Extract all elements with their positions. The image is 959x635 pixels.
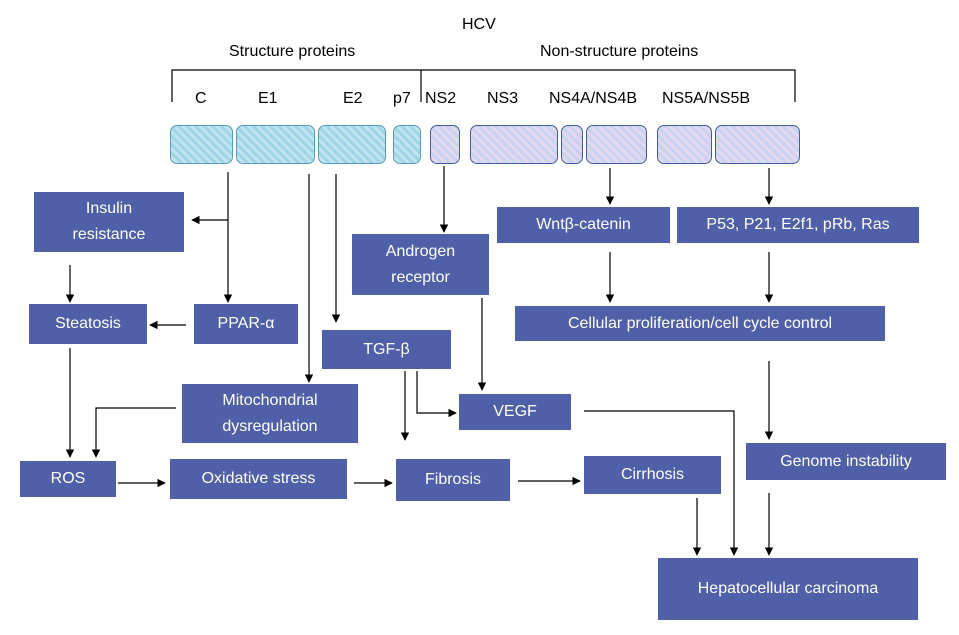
gene-label-ns4a-ns4b: NS4A/NS4B [549,90,638,107]
gene-label-ns3: NS3 [487,90,519,107]
segment-e2 [318,125,386,164]
box-p53-p21-e2f1-prb-ras: P53, P21, E2f1, pRb, Ras [677,207,919,243]
gene-label-e2: E2 [343,90,363,107]
box-hepatocellular-carcinoma: Hepatocellular carcinoma [658,558,918,620]
box-mitochondrial-dysregulation: Mitochondrial dysregulation [182,384,358,443]
box-oxidative-stress: Oxidative stress [170,459,347,499]
box-cirrhosis: Cirrhosis [584,456,721,494]
non-structure-proteins-label: Non-structure proteins [540,43,699,60]
segment-c [170,125,233,164]
gene-label-c: C [195,90,207,107]
box-vegf: VEGF [459,394,571,430]
box-mito-line2: dysregulation [222,417,318,435]
segment-e1 [236,125,315,164]
gene-label-p7: p7 [393,90,411,107]
segment-ns4a [561,125,583,164]
box-fibrosis: Fibrosis [396,459,510,501]
box-steatosis: Steatosis [29,304,147,344]
diagram-title: HCV [462,16,496,33]
box-insulin-line2: resistance [72,226,146,243]
segment-ns5b [715,125,800,164]
box-insulin-line1: Insulin [85,200,133,217]
box-mito-line1: Mitochondrial [222,391,318,409]
segment-ns2 [430,125,460,164]
box-tgf-beta: TGF-β [322,330,451,369]
structure-proteins-label: Structure proteins [229,43,356,60]
segment-ns5a [657,125,712,164]
box-ros: ROS [20,461,116,497]
box-ppar-alpha: PPAR-α [194,304,298,344]
arrow-tgf-vegf [416,371,457,418]
box-wnt-beta-catenin: Wntβ-catenin [497,207,670,243]
genome-bracket [171,69,796,102]
gene-label-ns5a-ns5b: NS5A/NS5B [662,90,751,107]
box-androgen-line2: receptor [391,268,450,286]
arrow-mito-ros [91,407,176,458]
box-androgen-receptor: Androgen receptor [352,234,489,295]
gene-label-e1: E1 [258,90,278,107]
arrow-vegf-hcc [584,410,739,556]
segment-ns4b [586,125,647,164]
box-androgen-line1: Androgen [385,242,456,260]
box-cellular-proliferation: Cellular proliferation/cell cycle contro… [515,306,885,341]
box-genome-instability: Genome instability [746,443,946,480]
segment-ns3 [470,125,558,164]
box-insulin-resistance: Insulin resistance [34,192,184,252]
gene-label-ns2: NS2 [425,90,457,107]
segment-p7 [393,125,421,164]
